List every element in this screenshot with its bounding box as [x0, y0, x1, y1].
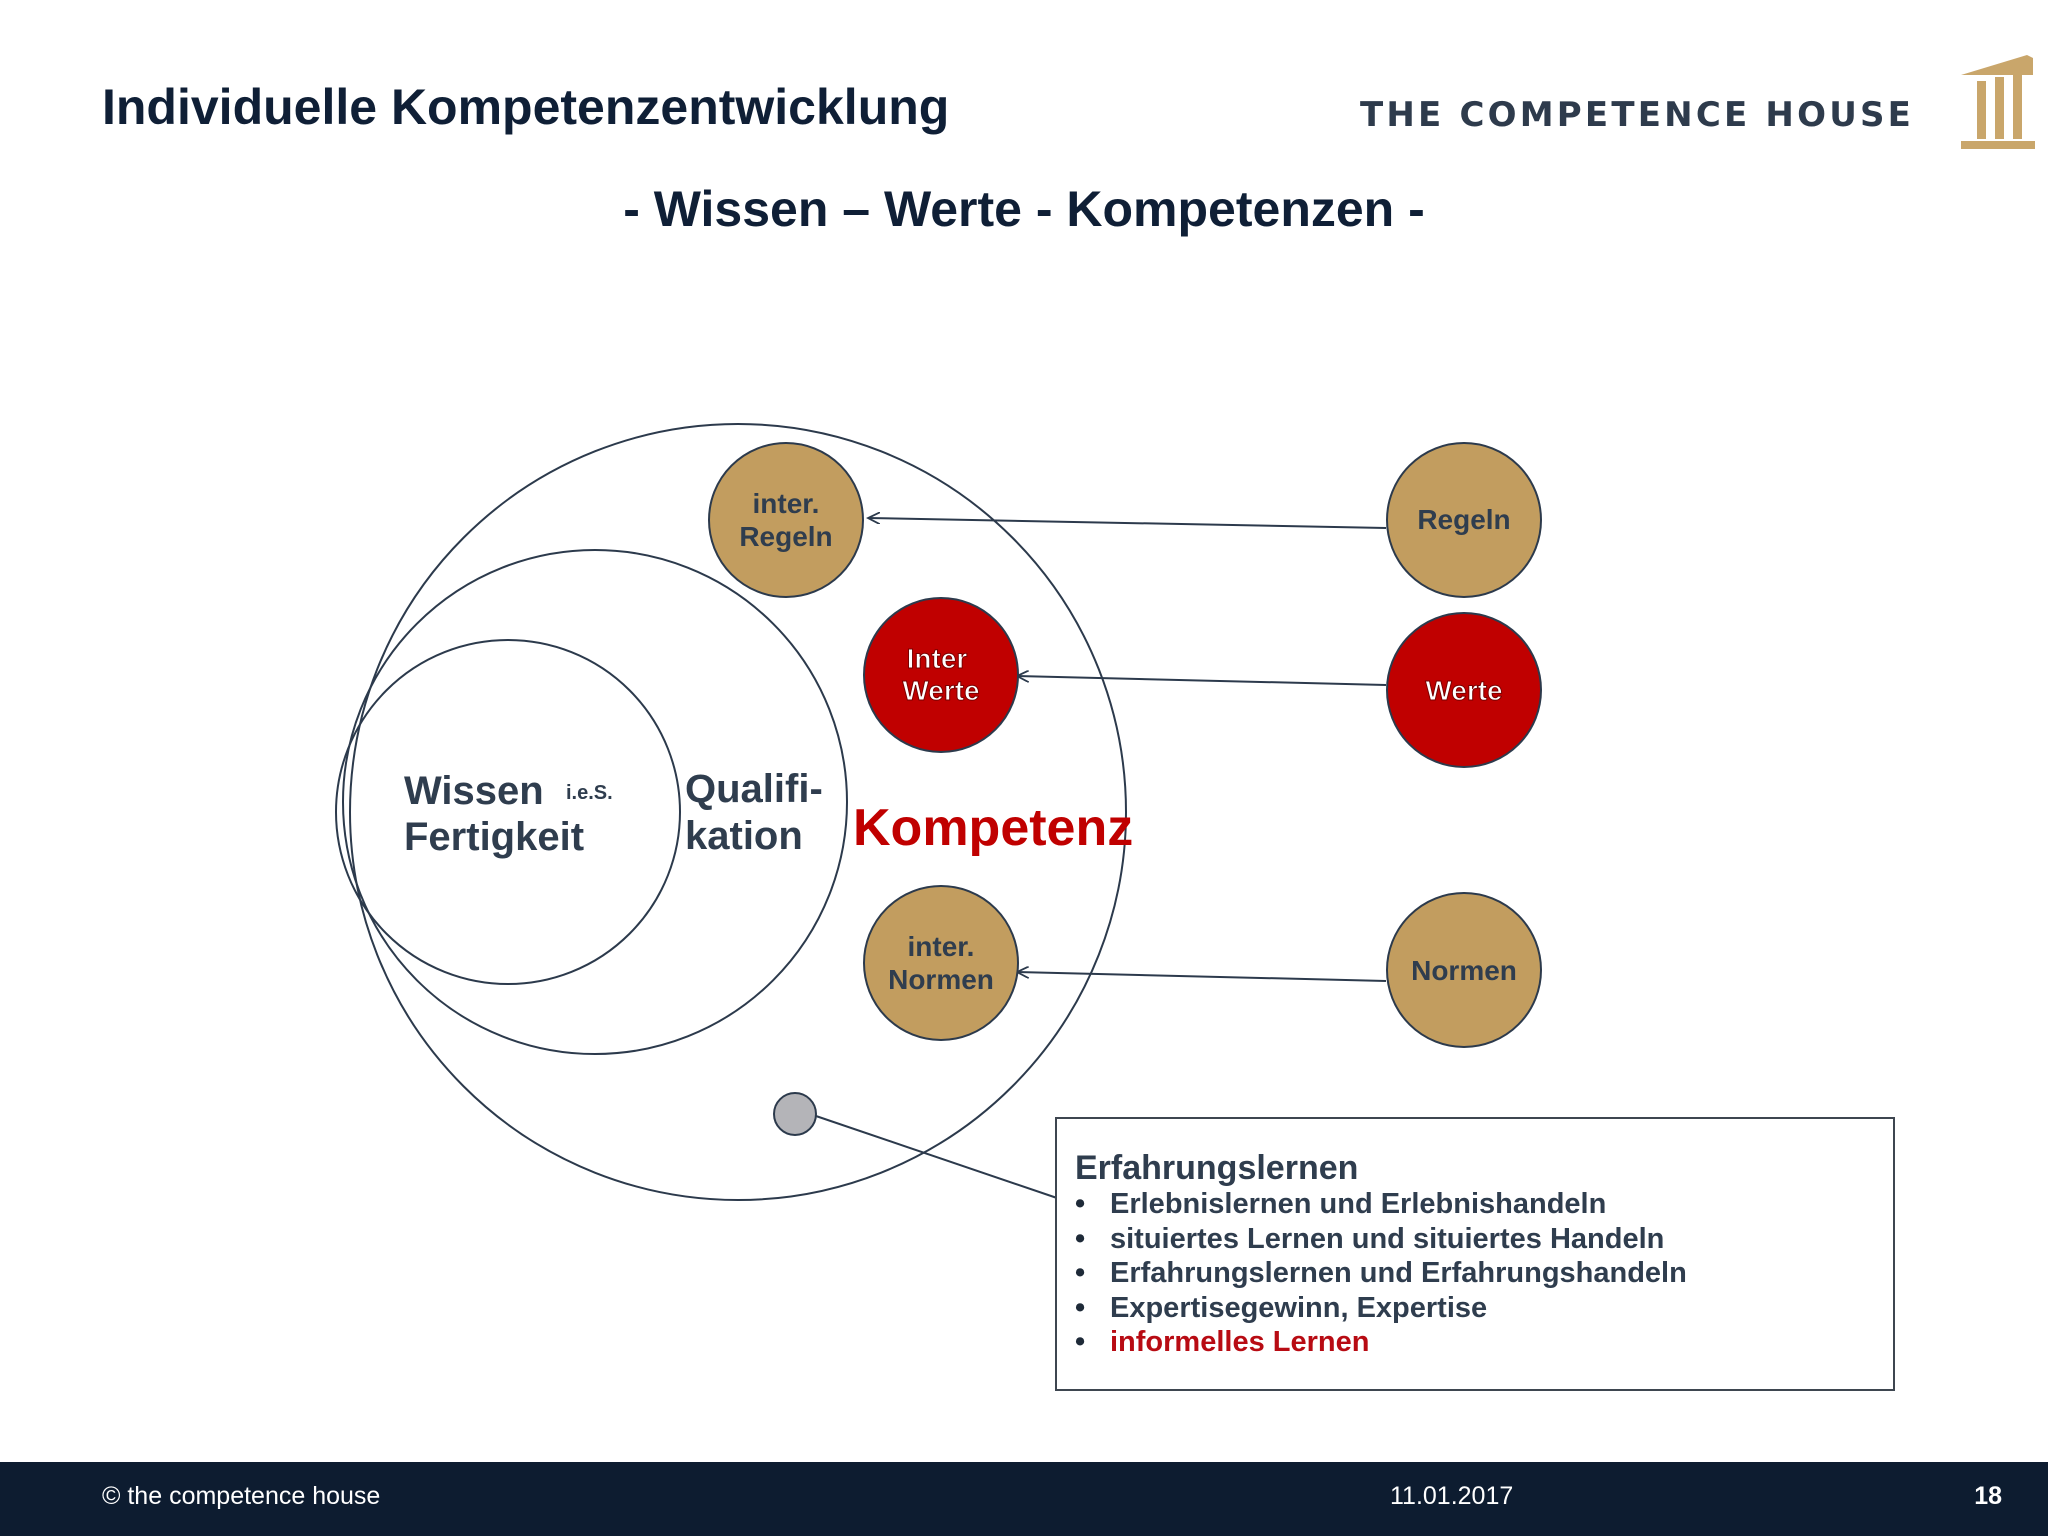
- werte-node: [1386, 612, 1542, 768]
- inter-regeln-label-line2: Regeln: [739, 521, 832, 552]
- regeln-label: Regeln: [1417, 504, 1510, 535]
- werte-label: Werte: [1425, 675, 1502, 706]
- info-box-list: Erlebnislernen und Erlebnishandeln situi…: [1075, 1187, 1893, 1360]
- kompetenz-label: Kompetenz: [853, 799, 1133, 857]
- inter-regeln-node: [708, 442, 864, 598]
- qualifikation-label-line2: kation: [685, 814, 803, 858]
- normen-node: [1386, 892, 1542, 1048]
- inter-normen-node: [863, 885, 1019, 1041]
- kompetenz-circle: [349, 423, 1127, 1201]
- regeln-node: [1386, 442, 1542, 598]
- footer-copyright: © the competence house: [102, 1482, 381, 1510]
- list-item-highlight: informelles Lernen: [1075, 1325, 1893, 1360]
- list-item: Erlebnislernen und Erlebnishandeln: [1075, 1187, 1893, 1222]
- fertigkeit-label: Fertigkeit: [404, 815, 584, 859]
- ies-label: i.e.S.: [566, 782, 613, 804]
- inter-werte-node: [863, 597, 1019, 753]
- wissen-circle: [335, 639, 681, 985]
- slide-title: Individuelle Kompetenzentwicklung: [102, 79, 950, 135]
- logo-text: THE COMPETENCE HOUSE: [1360, 95, 1915, 135]
- inter-regeln-label-line1: inter.: [753, 488, 820, 519]
- inter-normen-label-line2: Normen: [888, 964, 994, 995]
- footer-date: 11.01.2017: [1390, 1482, 1514, 1510]
- list-item: situiertes Lernen und situiertes Handeln: [1075, 1222, 1893, 1257]
- arrow-regeln: [868, 518, 1387, 529]
- competence-diagram: Wissen i.e.S. Fertigkeit Qualifi- kation…: [335, 423, 1542, 1201]
- wissen-label: Wissen: [404, 769, 544, 813]
- list-item: Erfahrungslernen und Erfahrungshandeln: [1075, 1256, 1893, 1291]
- page-number: 18: [1974, 1482, 2002, 1510]
- company-logo: THE COMPETENCE HOUSE: [1355, 55, 2035, 150]
- footer-bar: © the competence house 11.01.2017 18: [0, 1462, 2048, 1536]
- erfahrungslernen-box: Erfahrungslernen Erlebnislernen und Erle…: [1055, 1117, 1895, 1391]
- inter-normen-label-line1: inter.: [908, 931, 975, 962]
- normen-label: Normen: [1411, 955, 1517, 986]
- inter-werte-label-line2: Werte: [902, 675, 979, 706]
- qualifikation-circle: [342, 549, 848, 1055]
- erfahrung-node: [773, 1092, 817, 1136]
- house-columns-icon: [1961, 55, 2035, 149]
- inter-werte-label-line1: Inter: [907, 643, 968, 674]
- qualifikation-label-line1: Qualifi-: [685, 767, 823, 811]
- info-box-title: Erfahrungslernen: [1075, 1149, 1359, 1187]
- slide-subtitle: - Wissen – Werte - Kompetenzen -: [623, 181, 1425, 237]
- connector-line: [812, 1114, 1058, 1199]
- arrow-normen: [1017, 972, 1387, 982]
- list-item: Expertisegewinn, Expertise: [1075, 1291, 1893, 1326]
- arrow-werte: [1017, 676, 1387, 686]
